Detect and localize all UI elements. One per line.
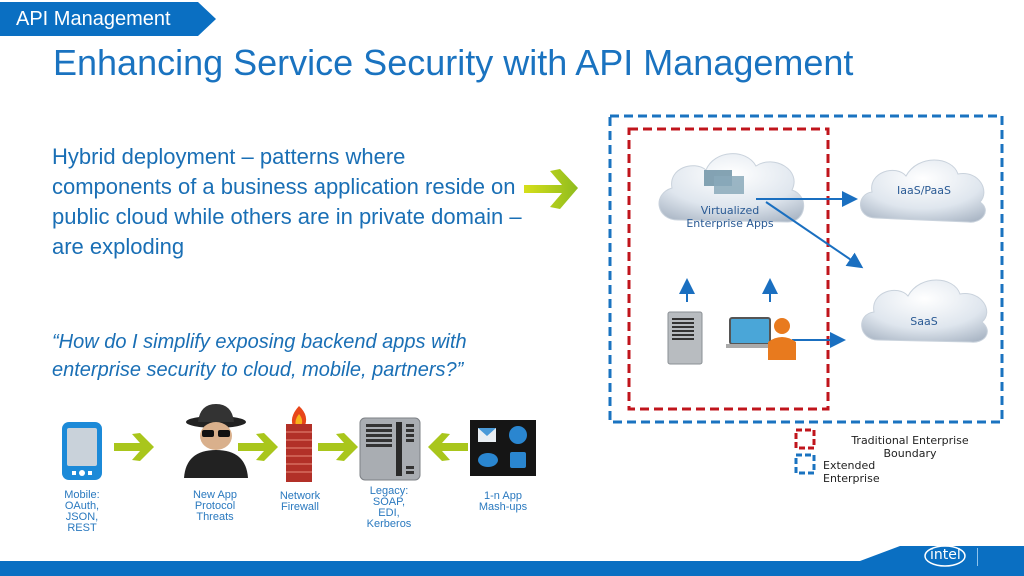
footer-divider (977, 548, 978, 566)
flow-arrow-2-icon (238, 433, 278, 461)
laptop-user-icon (726, 317, 796, 360)
flow-arrow-4-icon (428, 433, 468, 461)
legend-traditional-label: Traditional Enterprise Boundary (851, 434, 969, 460)
flow-label-threats: New App Protocol Threats (192, 489, 238, 523)
firewall-icon (286, 406, 312, 482)
iaas-cloud-icon (860, 159, 986, 223)
legend-swatches (794, 428, 816, 475)
legend-blue-swatch (794, 453, 816, 475)
hybrid-paragraph: Hybrid deployment – patterns where compo… (52, 144, 522, 259)
mobile-phone-icon (62, 422, 102, 480)
saas-cloud-icon (861, 279, 988, 343)
flow-label-legacy: Legacy: SOAP, EDI, Kerberos (366, 485, 412, 530)
flow-label-mobile: Mobile: OAuth, JSON, REST (64, 489, 100, 534)
iaas-cloud-label: IaaS/PaaS (896, 184, 952, 197)
section-tag-shape (0, 2, 216, 36)
extended-enterprise-boundary (608, 114, 1004, 424)
intel-logo: intel (924, 544, 966, 568)
flow-arrow-3-icon (318, 433, 358, 461)
hacker-icon (184, 404, 248, 478)
virtualized-cloud-icon (658, 153, 804, 223)
footer-wedge (860, 546, 1024, 576)
page-title: Enhancing Service Security with API Mana… (53, 42, 854, 83)
flow-arrow-1-icon (114, 433, 154, 461)
saas-cloud-label: SaaS (910, 315, 938, 328)
legacy-server-icon (359, 417, 421, 481)
quote-text: “How do I simplify exposing backend apps… (52, 331, 467, 381)
app-mashup-icon (470, 420, 536, 476)
green-arrow-icon (524, 169, 578, 209)
footer-bar (0, 561, 1024, 576)
legend-red-swatch (794, 428, 816, 450)
flow-label-mashups: 1-n App Mash-ups (478, 490, 528, 513)
server-icon (667, 311, 703, 365)
enterprise-diagram (608, 114, 1004, 424)
legend-extended-label: Extended Enterprise (823, 459, 880, 485)
section-tag: API Management (0, 2, 216, 36)
arrow-to-saas (765, 201, 864, 269)
flow-label-firewall: Network Firewall (279, 490, 321, 513)
intel-logo-text: intel (930, 547, 961, 563)
virtualized-cloud-label: Virtualized Enterprise Apps (686, 204, 774, 230)
traditional-enterprise-boundary (627, 127, 830, 411)
section-tag-label: API Management (16, 8, 171, 30)
